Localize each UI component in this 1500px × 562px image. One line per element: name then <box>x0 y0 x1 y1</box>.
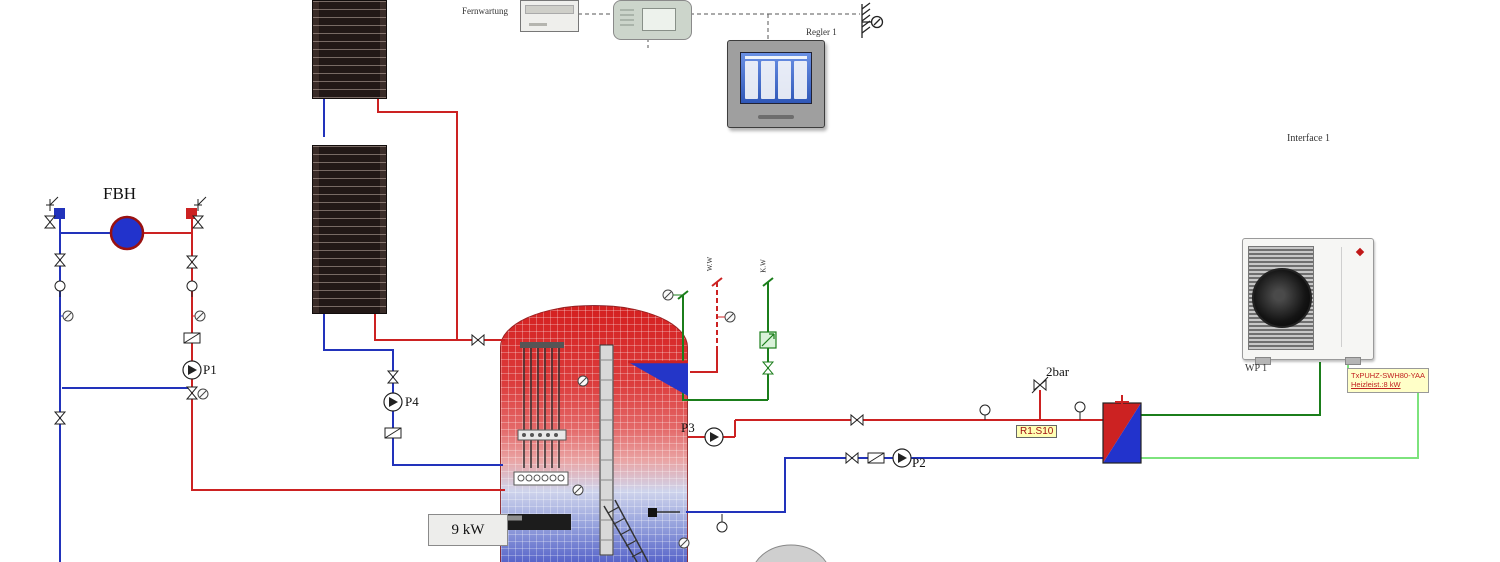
touch-display-column <box>793 61 807 99</box>
pump-p1-label: P1 <box>203 362 217 377</box>
heat-pump-output-label: Heizleist.:8 kW <box>1351 380 1401 390</box>
radiator-1 <box>312 0 387 99</box>
radiator-2 <box>312 145 387 314</box>
touch-display-screen <box>740 52 812 104</box>
pump-p4-label: P4 <box>405 394 419 409</box>
touch-display-column <box>777 61 791 99</box>
touch-display <box>727 40 825 128</box>
check-valve-icons <box>183 332 885 464</box>
valve-icons <box>43 215 864 465</box>
pipe-end-fittings <box>46 196 207 219</box>
heat-pump-foot <box>1345 357 1361 365</box>
tank-internal-hx <box>628 362 688 396</box>
pump-p2-label: P2 <box>912 455 926 470</box>
electric-heater-power-box: 9 kW <box>428 514 508 546</box>
fernwartung-device-led <box>529 23 547 26</box>
heat-pump-info-box: TxPUHZ-SWH80-YAA Heizleist.:8 kW <box>1347 368 1430 393</box>
fbh-circle-icon <box>109 215 145 251</box>
thermometer-icons <box>54 280 1086 533</box>
heat-pump-fan-icon <box>1252 268 1312 328</box>
electric-heater-power-label: 9 kW <box>451 521 485 538</box>
heat-pump-foot <box>1255 357 1271 365</box>
red-pipes <box>144 97 1103 491</box>
magnetic-valve-icon <box>759 331 777 349</box>
touch-display-column <box>745 61 759 99</box>
expansion-vessel-dome <box>755 544 827 562</box>
controller-device <box>613 0 692 40</box>
regler-label: Regler 1 <box>806 27 837 37</box>
pump-icons <box>182 360 912 468</box>
touch-display-column <box>761 61 775 99</box>
wall-sensor <box>861 2 884 38</box>
blue-pipes <box>59 97 1103 562</box>
safety-valve-icon <box>1031 376 1049 394</box>
touch-display-button <box>758 115 794 119</box>
wp-label: WP 1 <box>1245 363 1268 374</box>
plate-heat-exchanger <box>1102 395 1142 464</box>
warm-water-label: W.W <box>706 256 715 272</box>
interface-label: Interface 1 <box>1287 133 1331 144</box>
heat-pump-panel-seam <box>1341 247 1342 347</box>
controller-screen <box>642 8 676 31</box>
pressure-label: 2bar <box>1046 364 1070 379</box>
sensor-icons <box>60 289 736 549</box>
controller-vent <box>620 9 634 29</box>
fernwartung-label: Fernwartung <box>462 6 508 16</box>
touch-display-header <box>745 56 807 59</box>
fernwartung-device <box>520 0 579 32</box>
fbh-label: FBH <box>103 184 137 203</box>
fernwartung-device-slot <box>525 5 574 14</box>
sensor-id-label: R1.S10 <box>1020 426 1054 437</box>
heat-pump-logo-icon <box>1355 247 1365 257</box>
sensor-id-box: R1.S10 <box>1016 425 1058 438</box>
heat-pump-model-label: TxPUHZ-SWH80-YAA <box>1351 371 1426 380</box>
pump-p3-label: P3 <box>681 420 695 435</box>
heat-pump-grille <box>1248 246 1314 350</box>
cold-water-label: K.W <box>759 259 768 273</box>
heat-pump-unit <box>1242 238 1374 365</box>
tank-internals <box>505 342 688 562</box>
